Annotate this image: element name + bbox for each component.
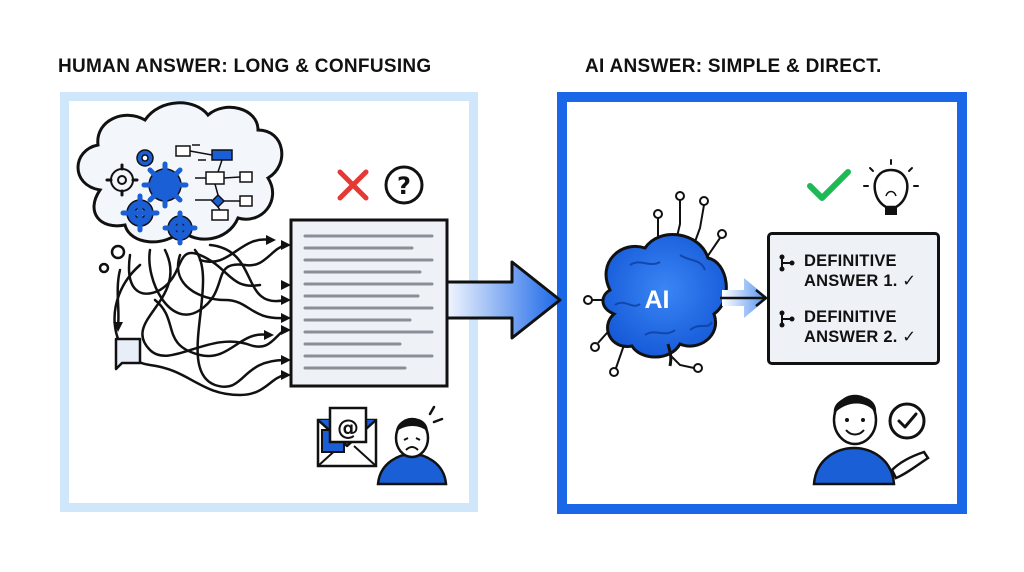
svg-text:?: ? bbox=[397, 172, 411, 200]
answer-item-2: DEFINITIVE ANSWER 2. ✓ bbox=[778, 307, 916, 347]
circuit-brain-icon bbox=[583, 191, 728, 377]
answer-2-line1: DEFINITIVE bbox=[804, 308, 897, 326]
ai-brain-label: AI bbox=[645, 286, 670, 314]
speech-bubble-icon bbox=[114, 337, 142, 371]
answer-1-line2: ANSWER 1. bbox=[804, 272, 898, 290]
lightbulb-icon bbox=[863, 159, 919, 215]
check-mark-icon: ✓ bbox=[902, 328, 917, 346]
question-mark-icon: ? bbox=[384, 165, 424, 205]
frustrated-person-icon bbox=[376, 405, 448, 486]
panel-ai-answer bbox=[557, 92, 967, 514]
answer-card: DEFINITIVE ANSWER 1. ✓ DEFINITIVE ANSWER… bbox=[767, 232, 940, 365]
svg-text:@: @ bbox=[337, 416, 359, 441]
envelope-icon: @ bbox=[316, 406, 378, 468]
green-check-icon bbox=[807, 169, 851, 201]
check-mark-icon: ✓ bbox=[902, 272, 917, 290]
smiling-person-icon bbox=[812, 394, 930, 486]
brain-cloud-gears-icon bbox=[76, 101, 284, 274]
answer-item-1: DEFINITIVE ANSWER 1. ✓ bbox=[778, 251, 916, 291]
branch-icon bbox=[779, 254, 795, 272]
small-right-arrow-icon bbox=[720, 278, 769, 318]
red-x-icon bbox=[337, 169, 369, 201]
tangled-arrows bbox=[113, 238, 287, 397]
answer-1-line1: DEFINITIVE bbox=[804, 252, 897, 270]
branch-icon bbox=[779, 310, 795, 328]
answer-2-line2: ANSWER 2. bbox=[804, 328, 898, 346]
document-lines-icon bbox=[289, 218, 449, 388]
heading-human: HUMAN ANSWER: LONG & CONFUSING bbox=[58, 56, 432, 77]
right-arrow-icon bbox=[438, 260, 562, 340]
check-badge-icon bbox=[888, 402, 926, 440]
heading-ai: AI ANSWER: SIMPLE & DIRECT. bbox=[585, 56, 882, 77]
tangled-arrow-heads bbox=[113, 235, 291, 380]
